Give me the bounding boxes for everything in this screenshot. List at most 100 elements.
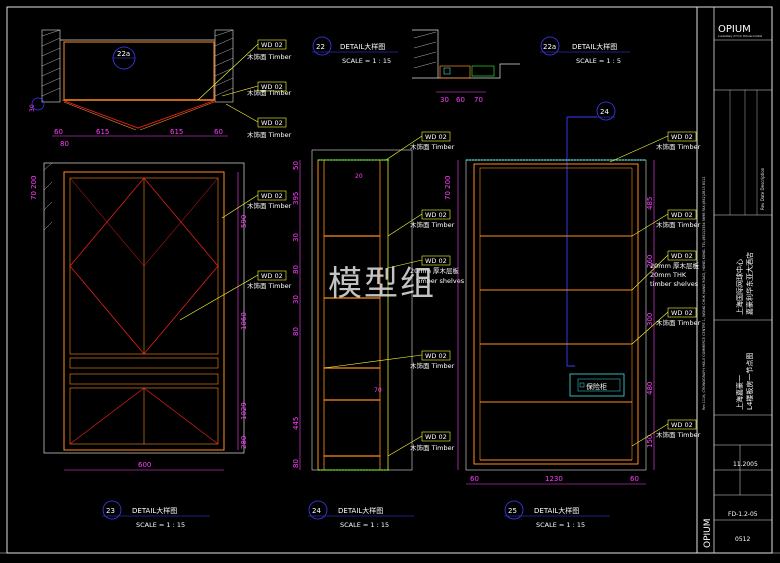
rev-header: Rev Date Description xyxy=(760,167,765,210)
tag-code: WD 02 xyxy=(261,83,283,91)
elev25-dim-top: 70 200 xyxy=(444,176,452,201)
detail-title: DETAIL大样图 xyxy=(572,42,617,51)
shelf-note-cn: 20mm 厚木层板 xyxy=(650,261,700,270)
detail-title: DETAIL大样图 xyxy=(340,42,385,51)
tag-text: 木饰面 Timber xyxy=(410,220,455,229)
detail-number: 24 xyxy=(312,507,321,515)
detail-scale: SCALE = 1 : 15 xyxy=(136,521,185,529)
elev25-dim-60a: 60 xyxy=(470,475,479,483)
tag-code: WD 02 xyxy=(671,211,693,219)
tag-text: 木饰面 Timber xyxy=(656,142,701,151)
sec24-dim-h: 80 xyxy=(292,459,300,468)
revision-number: 0512 xyxy=(735,536,750,543)
title-logo-sub: a subsidiary of T.I.D. Pictures Limited xyxy=(718,35,763,38)
plan-dim-615b: 615 xyxy=(170,128,183,136)
elev23-dim-top: 70 200 xyxy=(30,176,38,201)
tag-code: WD 02 xyxy=(261,272,283,280)
tag-code: WD 02 xyxy=(425,133,447,141)
detail-number: 22a xyxy=(543,43,556,51)
sec24-dim-b: 395 xyxy=(292,192,300,205)
section-dim-60: 60 xyxy=(456,96,465,104)
elev23-dim-590: 590 xyxy=(240,215,248,228)
detail-scale: SCALE = 1 : 15 xyxy=(340,521,389,529)
detail-number: 25 xyxy=(508,507,517,515)
elev23-dim-280: 280 xyxy=(240,436,248,449)
date-value: 11.2005 xyxy=(733,461,758,468)
elevation-23: 590 1060 1029 280 70 200 600 WD 02 木饰面 T… xyxy=(30,162,292,529)
plan-dim-30: 30 xyxy=(29,104,36,112)
detail-title: DETAIL大样图 xyxy=(534,506,579,515)
section-marker-number: 24 xyxy=(600,108,609,116)
section-marker-24: 24 xyxy=(566,101,616,367)
detail-number: 23 xyxy=(106,507,115,515)
tag-code: WD 02 xyxy=(425,352,447,360)
shelf-note-en: timber shelves xyxy=(416,277,465,285)
drawing-cn-2: L4楼板房一节点图 xyxy=(745,353,754,410)
plan-dim-60b: 60 xyxy=(214,128,223,136)
tag-code: WD 02 xyxy=(671,421,693,429)
elev25-dim-300: 300 xyxy=(646,313,654,326)
tag-code: WD 02 xyxy=(425,433,447,441)
elev25-dim-485: 485 xyxy=(646,197,654,210)
detail-label-22: 22 DETAIL大样图 SCALE = 1 : 15 xyxy=(312,36,398,65)
tag-code: WD 02 xyxy=(261,41,283,49)
detail-number: 22 xyxy=(316,43,325,51)
sec24-dim-c: 30 xyxy=(292,233,300,242)
tag-code: WD 02 xyxy=(425,211,447,219)
drawing-cn-1: 上海嘉豪一 xyxy=(735,375,744,410)
detail-title: DETAIL大样图 xyxy=(338,506,383,515)
sec24-dim-g: 445 xyxy=(292,417,300,430)
tag-text: 木饰面 Timber xyxy=(247,52,292,61)
shelf-note-cn: 20mm 厚木层板 xyxy=(410,266,460,275)
tag-text: 木饰面 Timber xyxy=(656,220,701,229)
tag-code: WD 02 xyxy=(671,133,693,141)
elev23-dim-600: 600 xyxy=(138,461,151,469)
logo-bottom: OPIUM xyxy=(703,518,713,548)
elev23-dim-1029: 1029 xyxy=(240,402,248,420)
sec24-dim-d: 80 xyxy=(292,265,300,274)
tag-code: WD 02 xyxy=(671,309,693,317)
tag-text: 木饰面 Timber xyxy=(656,318,701,327)
detail-label-22a: 22a DETAIL大样图 SCALE = 1 : 5 xyxy=(540,36,630,65)
elev25-dim-480: 480 xyxy=(646,382,654,395)
company-address: Rm 1116, CRONOGRAPH HOLE COMMERCE CENTRE… xyxy=(702,177,706,410)
tag-text: 木饰面 Timber xyxy=(410,443,455,452)
tag-code: WD 02 xyxy=(671,252,693,260)
title-logo: OPIUM xyxy=(718,24,751,35)
project-cn-2: 嘉豪利华东亚大酒店 xyxy=(745,252,754,315)
elev25-dim-1230: 1230 xyxy=(545,475,563,483)
tag-text: 木饰面 Timber xyxy=(410,361,455,370)
tag-text: 木饰面 Timber xyxy=(247,130,292,139)
safe-label: 保险柜 xyxy=(586,382,607,391)
elev25-dim-60b: 60 xyxy=(630,475,639,483)
sec24-dim-j: 70 xyxy=(374,387,382,394)
plan-dim-60a: 60 xyxy=(54,128,63,136)
detail-scale: SCALE = 1 : 15 xyxy=(536,521,585,529)
detail-scale: SCALE = 1 : 15 xyxy=(342,57,391,65)
elevation-25: 保险柜 70 200 485 260 300 480 150 60 1230 6… xyxy=(444,131,701,529)
tag-code: WD 02 xyxy=(425,257,447,265)
shelf-note-en-2: timber shelves xyxy=(650,280,699,288)
tag-code: WD 02 xyxy=(261,119,283,127)
watermark: 模型组 xyxy=(328,264,436,304)
elev25-dim-150: 150 xyxy=(646,435,654,448)
elev23-dim-1060: 1060 xyxy=(240,312,248,330)
tag-code: WD 02 xyxy=(261,192,283,200)
project-cn-1: 上海国际网球中心 xyxy=(735,259,744,315)
shelf-note-en-1: 20mm THK xyxy=(650,271,687,279)
sec24-dim-e: 30 xyxy=(292,295,300,304)
detail-title: DETAIL大样图 xyxy=(132,506,177,515)
plan-view-22a: 22a 60 615 615 60 80 30 WD 02 木饰面 Timber… xyxy=(29,29,292,148)
plan-dim-615a: 615 xyxy=(96,128,109,136)
sec24-dim-f: 80 xyxy=(292,327,300,336)
title-block: OPIUM a subsidiary of T.I.D. Pictures Li… xyxy=(696,6,773,554)
tag-text: 木饰面 Timber xyxy=(656,430,701,439)
plan-dim-80: 80 xyxy=(60,140,69,148)
section-detail: 30 60 70 xyxy=(412,29,520,104)
drawing-number: FD-1.2-05 xyxy=(728,511,758,518)
elev25-dim-260: 260 xyxy=(646,255,654,268)
section-24: 50 395 30 80 30 80 445 80 20 70 WD 02 木饰… xyxy=(292,131,465,529)
tag-text: 木饰面 Timber xyxy=(247,88,292,97)
sec24-dim-i: 20 xyxy=(355,173,363,180)
